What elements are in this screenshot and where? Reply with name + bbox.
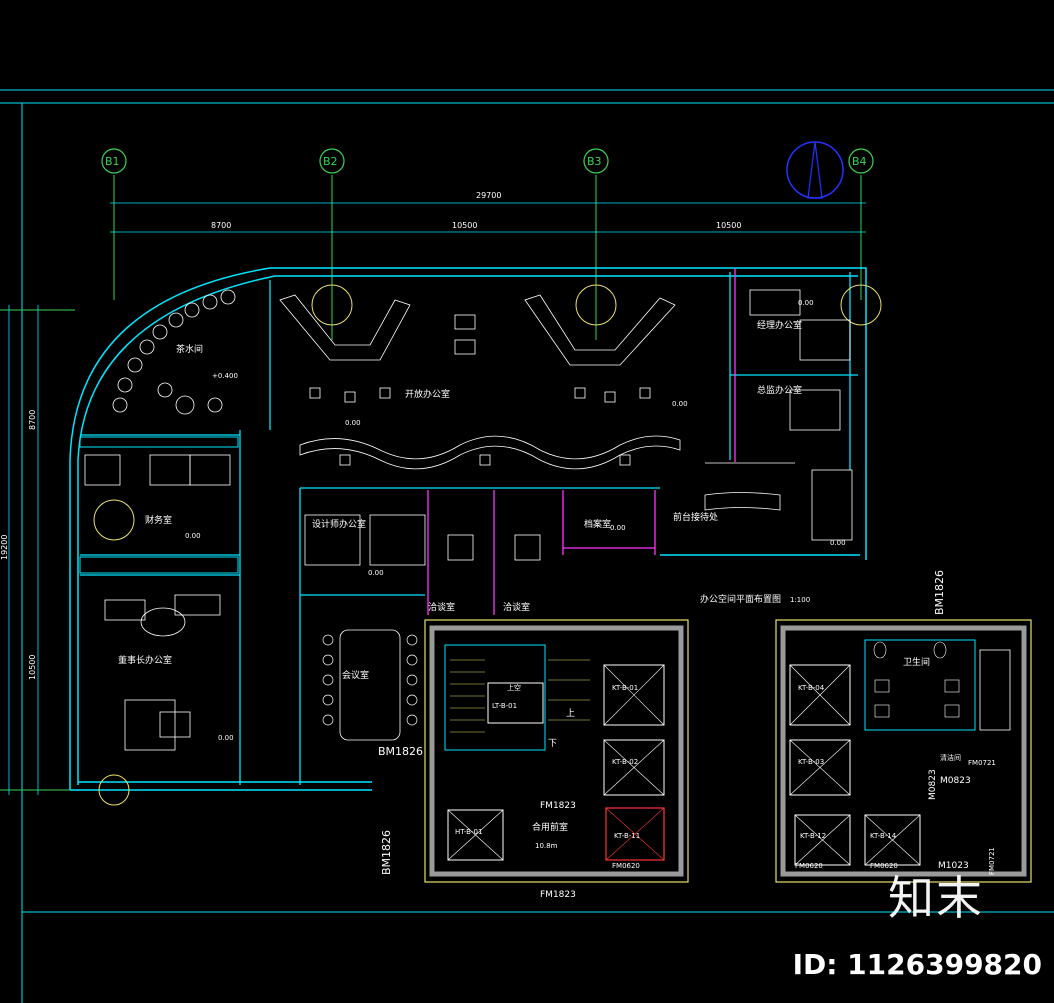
room-label-director: 总监办公室 <box>757 384 802 396</box>
elevator-kt14: KT-B-14 <box>870 832 897 840</box>
elevator-kt2: KT-B-02 <box>612 758 638 766</box>
room-label-open-office: 开放办公室 <box>405 388 450 400</box>
elevator-kt1: KT-B-01 <box>612 684 638 692</box>
room-label-negotiation-1: 洽谈室 <box>428 601 455 613</box>
dimension-lines <box>8 202 866 795</box>
stair-treads <box>450 659 590 733</box>
door-tag-m1023: M1023 <box>938 861 969 871</box>
dimension-left-3: 10500 <box>28 655 37 680</box>
axis-bubbles <box>101 148 874 174</box>
core-left <box>424 619 689 883</box>
door-tag-bm1826-b: BM1826 <box>380 830 393 875</box>
axis-label-b1: B1 <box>105 155 120 168</box>
elevation-4: 0.00 <box>218 734 234 742</box>
room-label-equipment: 合用前室 <box>532 821 568 833</box>
door-tag-fm0721-b: FM0721 <box>988 847 996 875</box>
dimension-span-3: 10500 <box>716 221 741 230</box>
tea-room-chairs <box>112 289 236 415</box>
dimension-total: 29700 <box>476 191 501 200</box>
finance-desks <box>84 454 231 486</box>
axis-lines <box>0 175 862 791</box>
elevation-5: 0.00 <box>610 524 626 532</box>
elevator-ht: HT-B-01 <box>455 828 482 836</box>
dimension-left-1: 8700 <box>28 410 37 430</box>
door-tag-fm1823-a: FM1823 <box>540 801 576 811</box>
door-tag-m0823-b: M0823 <box>928 769 938 800</box>
axis-label-b3: B3 <box>587 155 602 168</box>
axis-label-b2: B2 <box>323 155 338 168</box>
magenta-partitions <box>427 268 736 615</box>
door-tag-fm0721: FM0721 <box>968 759 996 767</box>
stair-down-label: 下 <box>548 739 557 749</box>
outer-walls <box>69 267 867 791</box>
design-office-furniture <box>304 514 541 741</box>
conference-chairs <box>322 634 418 726</box>
elevator-lt: LT-B-01 <box>492 702 517 710</box>
elevation-7: 0.00 <box>830 539 846 547</box>
watermark-id: ID: 1126399820 <box>792 948 1042 981</box>
column-circles <box>93 284 882 806</box>
dimension-span-1: 8700 <box>211 221 231 230</box>
room-label-chairman: 董事长办公室 <box>118 654 172 666</box>
room-label-manager: 经理办公室 <box>757 319 802 331</box>
door-tag-bm1826-c: BM1826 <box>933 570 946 615</box>
chairs <box>309 314 651 466</box>
dimension-span-2: 10500 <box>452 221 477 230</box>
door-tag-fm1823-b: FM1823 <box>540 890 576 900</box>
stair-void-label: 上空 <box>507 683 521 692</box>
door-tag-m0823-a: M0823 <box>940 776 971 786</box>
elevator-kt12: KT-B-12 <box>800 832 826 840</box>
elevator-kt11: KT-B-11 <box>614 832 640 840</box>
core-right <box>775 619 1032 883</box>
room-label-finance: 财务室 <box>145 514 172 526</box>
elevation-3: 0.00 <box>185 532 201 540</box>
elevation-8: 0.00 <box>368 569 384 577</box>
toilet-fixtures <box>873 641 960 718</box>
elevation-6: 0.00 <box>798 299 814 307</box>
door-tag-fm0620-c: FM0620 <box>870 862 898 870</box>
room-label-conference: 会议室 <box>342 669 369 681</box>
plan-scale: 1:100 <box>790 596 810 604</box>
stair-up-label: 上 <box>566 708 575 719</box>
room-label-restroom: 卫生间 <box>903 656 930 668</box>
elevator-kt3: KT-B-03 <box>798 758 824 766</box>
plan-title: 办公空间平面布置图 <box>700 593 781 605</box>
chairman-furniture <box>104 594 221 751</box>
elevation-1: 0.00 <box>345 419 361 427</box>
open-office-desks <box>279 294 681 470</box>
elevator-kt4: KT-B-04 <box>798 684 825 692</box>
elevation-tea: +0.400 <box>212 372 238 380</box>
dimension-left-2: 19200 <box>0 535 9 560</box>
room-label-archive: 档案室 <box>584 518 611 530</box>
interior-walls <box>80 272 858 785</box>
watermark-logo: 知末 <box>888 871 984 925</box>
elevation-2: 0.00 <box>672 400 688 408</box>
north-arrow-icon <box>786 141 844 199</box>
room-area-equipment: 10.8m <box>535 842 558 850</box>
room-label-cleaning: 清洁间 <box>940 753 961 762</box>
axis-label-b4: B4 <box>852 155 867 168</box>
cabinets <box>79 436 239 574</box>
door-tag-fm0620-a: FM0620 <box>612 862 640 870</box>
door-tag-bm1826-a: BM1826 <box>378 745 423 758</box>
door-tag-fm0620-b: FM0620 <box>795 862 823 870</box>
room-label-reception: 前台接待处 <box>673 511 718 523</box>
room-label-negotiation-2: 洽谈室 <box>503 601 530 613</box>
room-label-tea: 茶水间 <box>176 343 203 355</box>
room-label-design: 设计师办公室 <box>312 518 366 530</box>
reception-furniture <box>704 289 853 541</box>
